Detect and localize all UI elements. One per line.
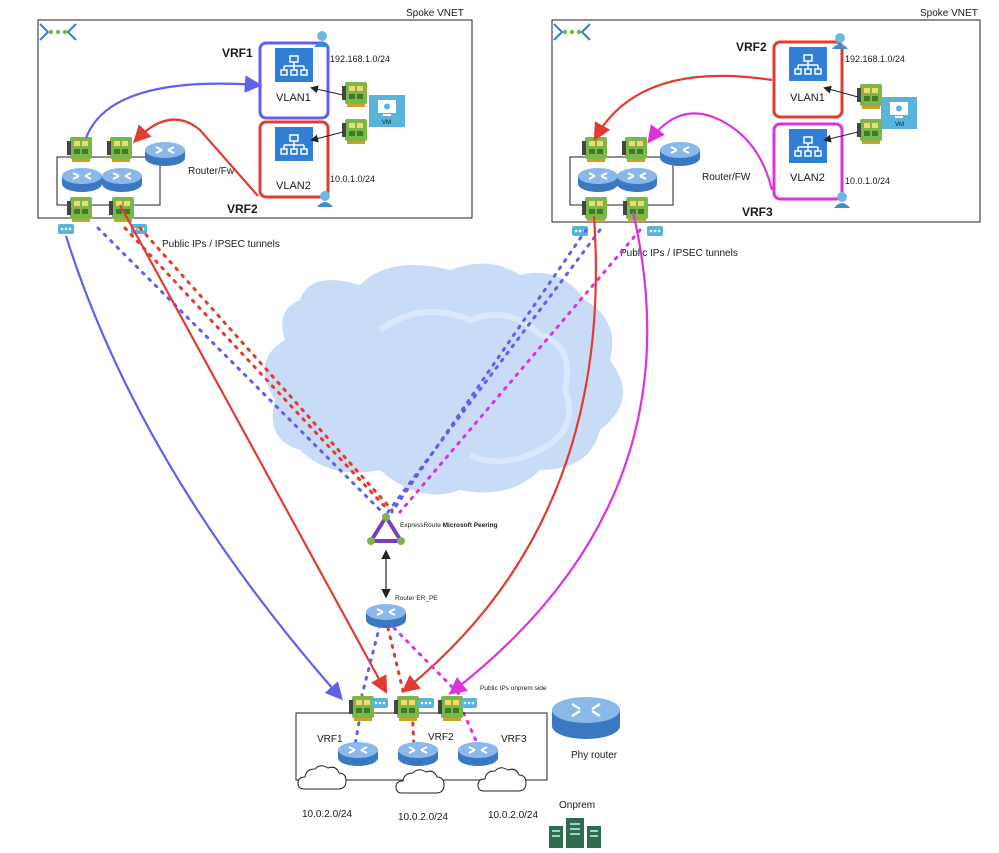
right-vrf3-internal-path bbox=[647, 112, 774, 191]
phy-router-label: Phy router bbox=[571, 750, 618, 761]
right-vnet-frame bbox=[551, 19, 981, 223]
left-vlan2-network-icon bbox=[274, 126, 314, 162]
left-public-ip1-icon bbox=[58, 224, 74, 234]
left-user-icon-top bbox=[314, 31, 330, 47]
tunnels-er-pe-to-onprem bbox=[353, 623, 480, 750]
left-vlan1-network-icon bbox=[274, 47, 314, 83]
left-vlan2-label: VLAN2 bbox=[276, 180, 311, 192]
tunnels-to-expressroute bbox=[96, 226, 642, 514]
left-vlan1-label: VLAN1 bbox=[276, 92, 311, 104]
left-spoke-vnet: Spoke VNET VRF1 VRF2 VLAN1 VLAN2 192.168… bbox=[37, 8, 473, 250]
onprem-public-ips-label: Public IPs onprem side bbox=[480, 685, 547, 692]
left-fw-router1-icon bbox=[61, 167, 103, 193]
right-vrf3-label: VRF3 bbox=[742, 205, 773, 219]
right-vrf2-internal-path bbox=[593, 74, 773, 141]
right-vlan2-label: VLAN2 bbox=[790, 172, 825, 184]
onprem-label: Onprem bbox=[559, 800, 595, 811]
onprem-cloud1-icon bbox=[297, 765, 347, 790]
onprem-nic1-icon bbox=[349, 696, 374, 721]
right-fw-nic2-icon bbox=[622, 137, 647, 162]
right-subnet-a: 192.168.1.0/24 bbox=[845, 54, 905, 64]
left-fw-nic1-icon bbox=[67, 137, 92, 162]
right-subnet-b: 10.0.1.0/24 bbox=[845, 176, 890, 186]
right-vlan1-label: VLAN1 bbox=[790, 92, 825, 104]
onprem-cloud2-icon bbox=[395, 769, 445, 794]
onprem-vrf2-label: VRF2 bbox=[428, 732, 454, 743]
onprem-pip2-icon bbox=[418, 698, 434, 708]
right-vlan2-network-icon bbox=[788, 128, 828, 164]
right-vnet-icon bbox=[553, 23, 591, 41]
left-vnet-icon bbox=[39, 23, 77, 41]
onprem-cloud3-icon bbox=[477, 767, 527, 792]
left-vnet-title: Spoke VNET bbox=[406, 8, 464, 19]
onprem-vrf2-router-icon bbox=[397, 741, 439, 767]
left-subnet-a: 192.168.1.0/24 bbox=[330, 54, 390, 64]
left-vrf1-internal-path bbox=[84, 75, 263, 139]
right-vnet-title: Spoke VNET bbox=[920, 8, 978, 19]
router-er-pe-icon bbox=[365, 603, 407, 629]
right-vm-label: VM bbox=[895, 122, 904, 128]
right-public-ip2-icon bbox=[647, 226, 663, 236]
onprem-vrf3-label: VRF3 bbox=[501, 734, 527, 745]
onprem-subnet1: 10.0.2.0/24 bbox=[302, 809, 352, 820]
right-vlan1-network-icon bbox=[788, 46, 828, 82]
right-vm-nic1-icon bbox=[857, 84, 882, 109]
right-router-label: Router/FW bbox=[702, 172, 751, 183]
left-vrf2-label: VRF2 bbox=[227, 202, 258, 216]
right-router-fw-icon bbox=[659, 141, 701, 167]
right-fw-nic1-icon bbox=[582, 137, 607, 162]
left-vm-label: VM bbox=[382, 120, 391, 126]
left-vnet-frame bbox=[37, 19, 473, 219]
right-spoke-vnet: Spoke VNET VRF2 VRF3 VLAN1 VLAN2 192.168… bbox=[551, 8, 981, 259]
onprem-site: Public IPs onprem side VRF1 VRF2 VRF3 10… bbox=[295, 685, 620, 848]
left-fw-nic2-icon bbox=[107, 137, 132, 162]
vrf3-path-to-onprem bbox=[448, 211, 649, 695]
left-fw-router2-icon bbox=[101, 167, 143, 193]
onprem-servers-icon bbox=[549, 818, 601, 848]
vrf1-path-to-onprem bbox=[64, 235, 343, 701]
left-fw-nic3-icon bbox=[67, 197, 92, 222]
expressroute-label: ExpressRoute Microsoft Peering bbox=[400, 522, 498, 529]
right-vm-nic2-icon bbox=[857, 119, 882, 144]
left-vrf2-path-to-onprem bbox=[119, 204, 388, 694]
router-er-pe-label: Router ER_PE bbox=[395, 595, 438, 602]
left-tunnels-label: Public IPs / IPSEC tunnels bbox=[162, 239, 280, 250]
onprem-vrf1-router-icon bbox=[337, 741, 379, 767]
right-vrf2-path-to-onprem bbox=[401, 215, 597, 693]
onprem-subnet2: 10.0.2.0/24 bbox=[398, 812, 448, 823]
expressroute-icon bbox=[367, 513, 405, 545]
right-vrf2-label: VRF2 bbox=[736, 40, 767, 54]
onprem-subnet3: 10.0.2.0/24 bbox=[488, 810, 538, 821]
onprem-pip3-icon bbox=[461, 698, 477, 708]
right-tunnels-label: Public IPs / IPSEC tunnels bbox=[620, 248, 738, 259]
left-subnet-b: 10.0.1.0/24 bbox=[330, 174, 375, 184]
left-vm-nic1-icon bbox=[342, 82, 367, 107]
onprem-nic2-icon bbox=[394, 696, 419, 721]
left-router-label: Router/Fw bbox=[188, 166, 235, 177]
onprem-vrf3-router-icon bbox=[457, 741, 499, 767]
onprem-vrf1-label: VRF1 bbox=[317, 734, 343, 745]
internet-cloud bbox=[264, 263, 623, 495]
left-router-fw-icon bbox=[144, 141, 186, 167]
left-vrf1-label: VRF1 bbox=[222, 46, 253, 60]
right-fw-router1-icon bbox=[577, 167, 619, 193]
left-vrf2-internal-path bbox=[132, 118, 259, 197]
onprem-pip1-icon bbox=[372, 698, 388, 708]
left-vm-nic2-icon bbox=[342, 119, 367, 144]
right-fw-router2-icon bbox=[616, 167, 658, 193]
onprem-nic3-icon bbox=[438, 696, 463, 721]
phy-router-icon bbox=[552, 697, 620, 739]
